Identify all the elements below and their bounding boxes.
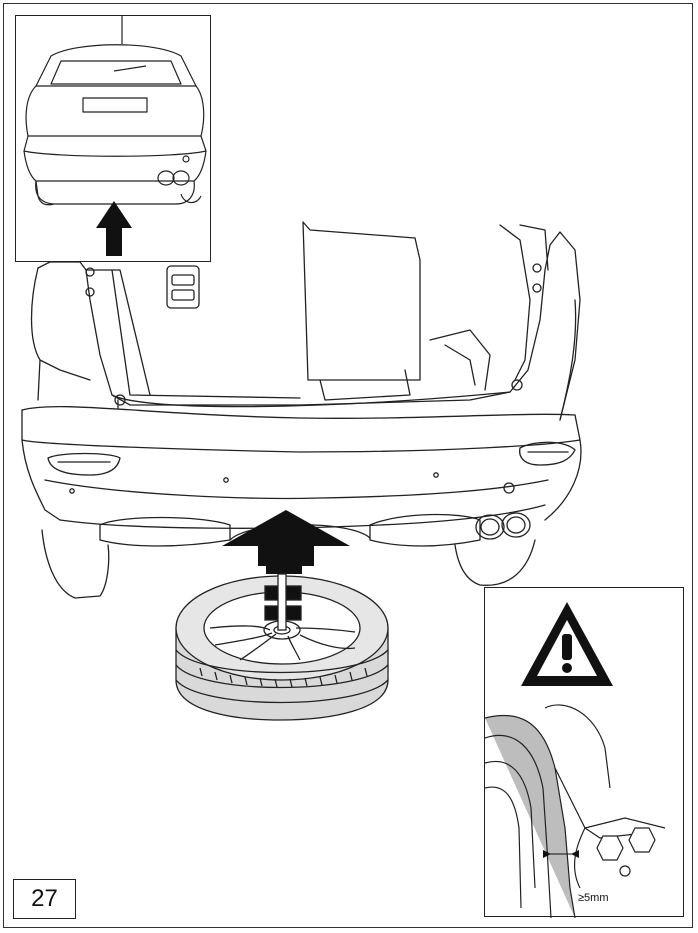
- figure-frame: [3, 3, 693, 928]
- warning-triangle-icon: [521, 602, 613, 686]
- inset-vehicle-rear: [15, 15, 211, 262]
- step-number: 27: [13, 879, 76, 919]
- clearance-label: ≥5mm: [578, 892, 609, 904]
- clearance-detail: [484, 602, 666, 919]
- spare-wheel: [175, 573, 389, 721]
- clearance-arrows: [543, 850, 579, 858]
- inset-clearance-warning: [484, 587, 684, 919]
- lift-up-arrow: [222, 510, 350, 574]
- vehicle-rear-thumbnail: [23, 16, 207, 256]
